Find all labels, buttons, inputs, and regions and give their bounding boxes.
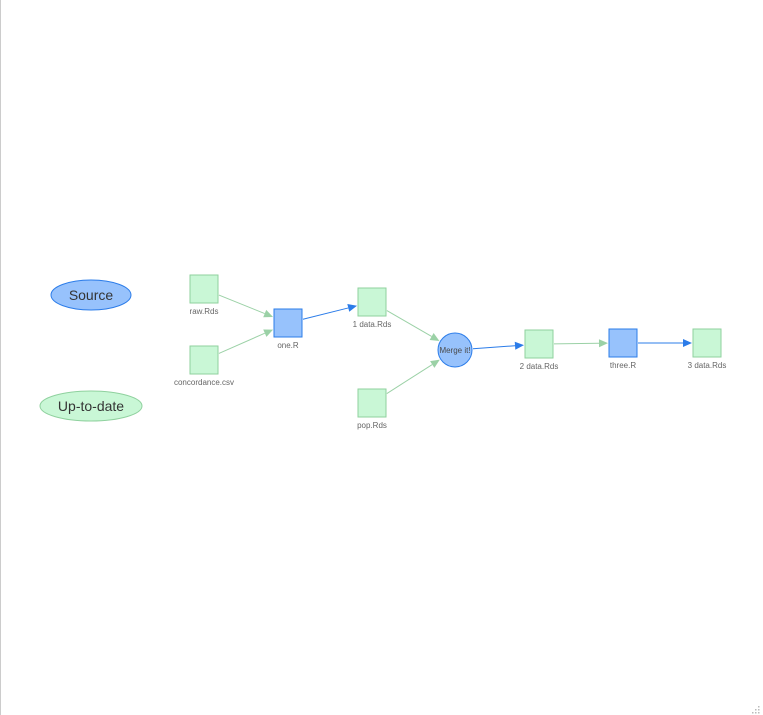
node-one[interactable]: one.R bbox=[273, 308, 303, 350]
node-square bbox=[357, 388, 387, 418]
edge-three-to-data3[interactable] bbox=[638, 339, 692, 347]
edge-pop-to-merge[interactable] bbox=[386, 359, 440, 394]
node-label: three.R bbox=[610, 361, 636, 370]
node-label: 2 data.Rds bbox=[520, 362, 559, 371]
node-data3[interactable]: 3 data.Rds bbox=[688, 328, 727, 370]
arrowhead-icon bbox=[263, 309, 274, 318]
node-square bbox=[273, 308, 303, 338]
edge-merge-to-data2[interactable] bbox=[472, 341, 525, 350]
node-label: concordance.csv bbox=[174, 378, 234, 387]
node-square bbox=[189, 274, 219, 304]
legend-uptodate[interactable]: Up-to-date bbox=[39, 390, 143, 422]
node-merge[interactable]: Merge it! bbox=[437, 332, 473, 368]
node-raw[interactable]: raw.Rds bbox=[189, 274, 219, 316]
edge-data1-to-merge[interactable] bbox=[386, 310, 440, 341]
edge-line bbox=[218, 332, 266, 354]
node-data1[interactable]: 1 data.Rds bbox=[353, 287, 392, 329]
edge-line bbox=[302, 307, 349, 320]
legend-label: Up-to-date bbox=[58, 398, 124, 414]
node-square bbox=[608, 328, 638, 358]
edge-concordance-to-one[interactable] bbox=[218, 329, 274, 354]
legend-ellipse bbox=[50, 279, 132, 311]
edge-raw-to-one[interactable] bbox=[218, 294, 274, 318]
node-circle bbox=[437, 332, 473, 368]
node-label: Merge it! bbox=[439, 346, 470, 355]
arrowhead-icon bbox=[598, 339, 609, 348]
arrowhead-icon bbox=[263, 329, 274, 337]
node-label: 1 data.Rds bbox=[353, 320, 392, 329]
edge-data2-to-three[interactable] bbox=[553, 339, 609, 348]
edge-line bbox=[553, 342, 600, 345]
edge-line bbox=[472, 345, 516, 350]
resize-grip-icon[interactable] bbox=[752, 706, 760, 714]
arrowhead-icon bbox=[347, 304, 358, 312]
node-data2[interactable]: 2 data.Rds bbox=[520, 329, 559, 371]
node-square bbox=[189, 345, 219, 375]
node-label: one.R bbox=[277, 341, 299, 350]
node-square bbox=[357, 287, 387, 317]
node-square bbox=[692, 328, 722, 358]
edge-line bbox=[218, 294, 265, 315]
node-pop[interactable]: pop.Rds bbox=[357, 388, 387, 430]
node-label: raw.Rds bbox=[190, 307, 219, 316]
edge-one-to-data1[interactable] bbox=[302, 304, 358, 320]
node-three[interactable]: three.R bbox=[608, 328, 638, 370]
nodes-layer: raw.Rds concordance.csv one.R 1 data.Rds pop… bbox=[174, 274, 727, 430]
edge-line bbox=[386, 364, 433, 394]
arrowhead-icon bbox=[429, 333, 440, 341]
node-square bbox=[524, 329, 554, 359]
arrowhead-icon bbox=[430, 359, 440, 368]
edge-line bbox=[386, 310, 432, 337]
node-concordance[interactable]: concordance.csv bbox=[174, 345, 234, 387]
legend-ellipse bbox=[39, 390, 143, 422]
node-label: 3 data.Rds bbox=[688, 361, 727, 370]
arrowhead-icon bbox=[514, 341, 525, 350]
legend-label: Source bbox=[69, 287, 114, 303]
node-label: pop.Rds bbox=[357, 421, 387, 430]
arrowhead-icon bbox=[683, 339, 692, 347]
edges-layer bbox=[218, 294, 692, 394]
legend-source[interactable]: Source bbox=[50, 279, 132, 311]
